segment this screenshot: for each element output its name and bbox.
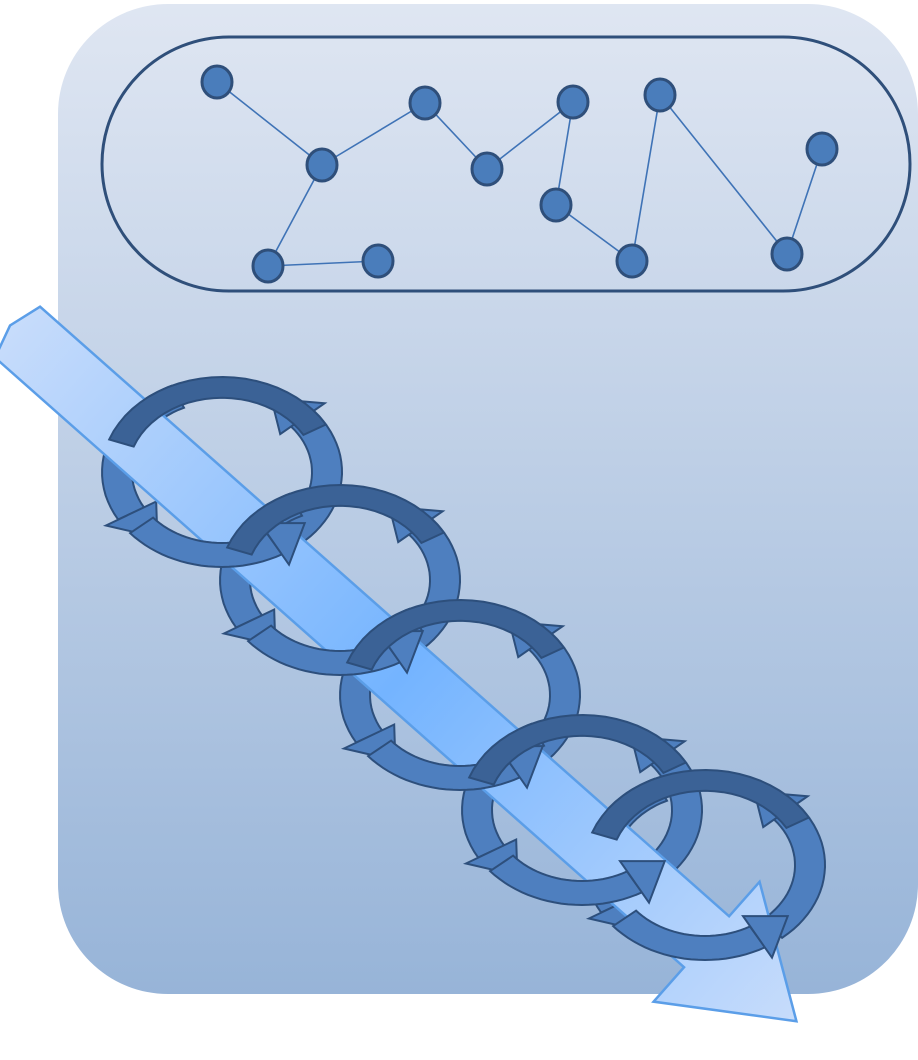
network-edge: [786, 148, 823, 255]
network-node: [408, 85, 442, 121]
network-node: [615, 243, 649, 279]
network-edge: [267, 260, 379, 267]
cycle-ring: [345, 598, 566, 671]
network-node: [251, 248, 285, 284]
network-node: [470, 151, 504, 187]
cycle-ring: [107, 375, 328, 448]
network-edge: [659, 94, 788, 255]
network-edge: [321, 102, 426, 166]
network-node: [643, 77, 677, 113]
network-edge: [486, 101, 574, 170]
network-edge: [216, 81, 323, 166]
network-node: [539, 187, 573, 223]
network-nodes: [200, 64, 839, 284]
cycle-4-front: [467, 713, 688, 907]
cycle-arrowhead: [618, 860, 667, 905]
network-capsule: [100, 35, 912, 293]
network-edge: [631, 94, 661, 262]
network-box: [100, 35, 912, 293]
network-node: [200, 64, 234, 100]
network-edge: [267, 164, 323, 267]
network-node: [805, 131, 839, 167]
cycle-1-front: [107, 375, 328, 569]
cycle-arrowhead: [741, 915, 790, 960]
cycle-arrowhead: [258, 522, 307, 567]
network-node: [556, 84, 590, 120]
network-node: [770, 236, 804, 272]
cycle-arc: [488, 854, 644, 907]
network-node: [305, 147, 339, 183]
cycle-chain-front: [107, 375, 811, 962]
network-node: [361, 243, 395, 279]
cycle-ring: [590, 768, 811, 841]
cycle-ring: [225, 483, 446, 556]
cycle-5-front: [590, 768, 811, 962]
cycle-arc: [611, 909, 767, 962]
cycle-ring: [467, 713, 688, 786]
